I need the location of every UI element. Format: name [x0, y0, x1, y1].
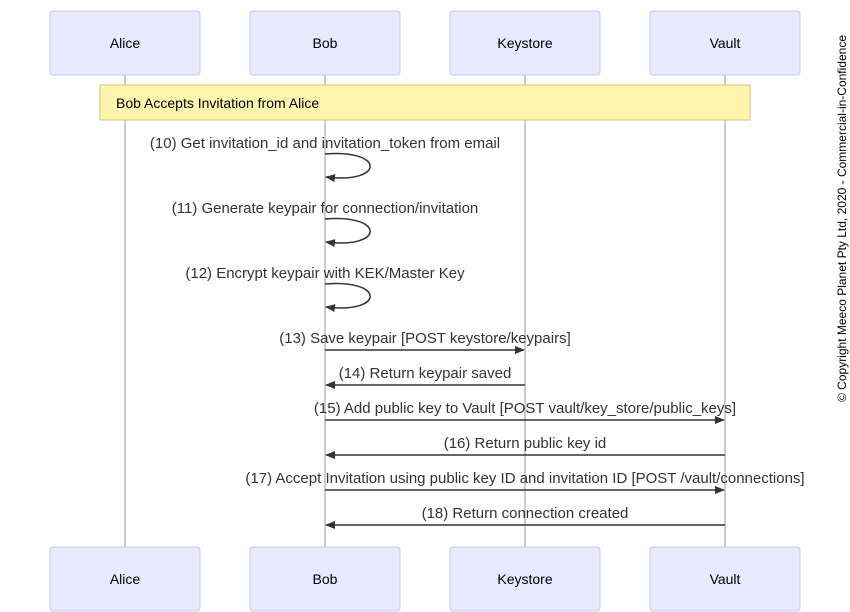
actor-label: Keystore	[497, 571, 552, 587]
message-label: (11) Generate keypair for connection/inv…	[172, 200, 479, 217]
actor-box	[49, 10, 201, 76]
message-6: (15) Add public key to Vault [POST vault…	[314, 400, 736, 424]
actor-keystore-bottom: Keystore	[449, 546, 601, 612]
actor-vault-top: Vault	[649, 10, 801, 76]
message-arrow	[324, 217, 371, 248]
actor-label: Alice	[110, 571, 141, 587]
message-label: (17) Accept Invitation using public key …	[245, 470, 804, 487]
copyright-notice: © Copyright Meeco Planet Pty Ltd, 2020 -…	[829, 16, 849, 408]
message-label: (18) Return connection created	[422, 505, 629, 522]
message-label: (15) Add public key to Vault [POST vault…	[314, 400, 736, 417]
message-3: (12) Encrypt keypair with KEK/Master Key	[185, 265, 465, 313]
actor-box	[49, 546, 201, 612]
note-box	[99, 84, 751, 121]
message-1: (10) Get invitation_id and invitation_to…	[150, 135, 500, 183]
actor-keystore-top: Keystore	[449, 10, 601, 76]
message-7: (16) Return public key id	[325, 435, 725, 459]
message-label: (10) Get invitation_id and invitation_to…	[150, 135, 500, 152]
message-label: (13) Save keypair [POST keystore/keypair…	[279, 330, 571, 347]
message-2: (11) Generate keypair for connection/inv…	[172, 200, 479, 248]
actor-label: Bob	[313, 571, 338, 587]
actor-bob-top: Bob	[249, 10, 401, 76]
message-arrow	[324, 152, 371, 183]
actor-label: Keystore	[497, 35, 552, 51]
actor-box	[449, 10, 601, 76]
actor-label: Vault	[710, 35, 741, 51]
message-5: (14) Return keypair saved	[325, 365, 525, 389]
message-label: (12) Encrypt keypair with KEK/Master Key	[185, 265, 465, 282]
message-label: (14) Return keypair saved	[339, 365, 512, 382]
message-arrow	[324, 282, 371, 313]
message-9: (18) Return connection created	[325, 505, 725, 529]
actor-box	[649, 10, 801, 76]
actor-box	[249, 546, 401, 612]
message-4: (13) Save keypair [POST keystore/keypair…	[279, 330, 571, 354]
actor-vault-bottom: Vault	[649, 546, 801, 612]
actor-label: Alice	[110, 35, 141, 51]
actor-alice-top: Alice	[49, 10, 201, 76]
copyright-text: © Copyright Meeco Planet Pty Ltd, 2020 -…	[835, 34, 849, 402]
note-text: Bob Accepts Invitation from Alice	[116, 95, 319, 111]
actor-box	[249, 10, 401, 76]
actor-box	[649, 546, 801, 612]
message-8: (17) Accept Invitation using public key …	[245, 470, 805, 494]
actor-label: Bob	[313, 35, 338, 51]
actor-bob-bottom: Bob	[249, 546, 401, 612]
actor-alice-bottom: Alice	[49, 546, 201, 612]
actor-box	[449, 546, 601, 612]
note: Bob Accepts Invitation from Alice	[99, 84, 751, 121]
actor-label: Vault	[710, 571, 741, 587]
message-label: (16) Return public key id	[444, 435, 607, 452]
